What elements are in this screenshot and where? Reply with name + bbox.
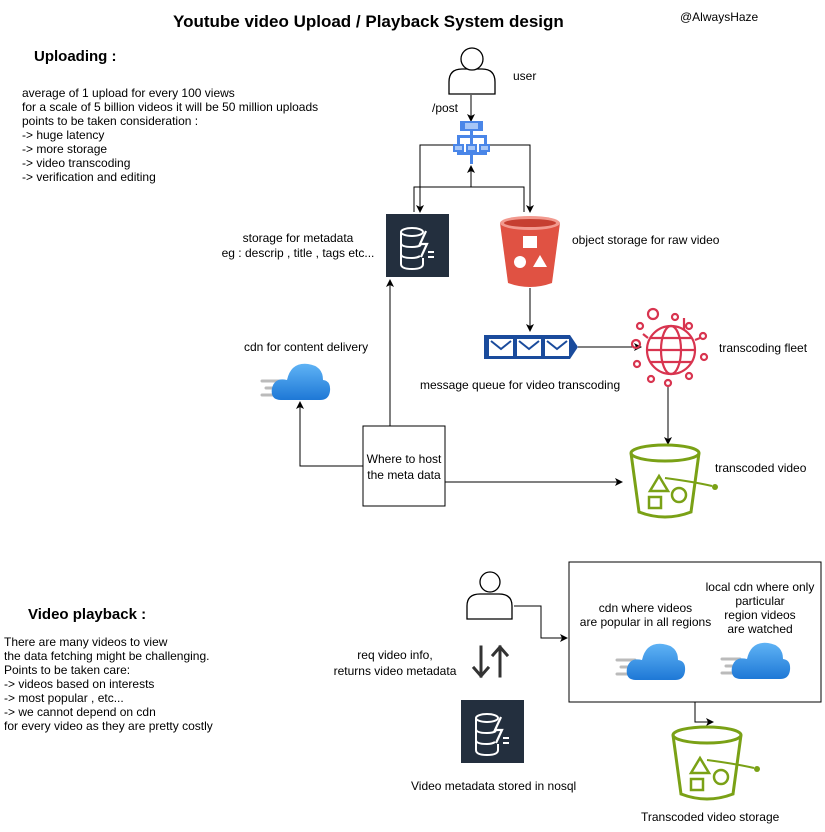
user-label: user — [513, 69, 537, 83]
request-label: req video info, returns video metadata — [330, 647, 460, 679]
uploading-note: for a scale of 5 billion videos it will … — [22, 100, 319, 114]
uploading-note: -> video transcoding — [22, 156, 131, 170]
playback-heading: Video playback : — [28, 606, 147, 623]
playback-note: for every video as they are pretty costl… — [4, 719, 213, 733]
edge-lb-to-metadata-storage — [416, 144, 455, 213]
load-balancer-icon — [453, 121, 490, 164]
edge-user-to-cdn-group — [514, 605, 568, 642]
host-metadata-box — [362, 425, 446, 507]
uploading-heading: Uploading : — [34, 48, 117, 65]
playback-note: Points to be taken care: — [4, 663, 131, 677]
edge-object-to-lb — [471, 186, 525, 212]
host-metadata-label-line: the meta data — [367, 468, 441, 482]
viewer-user-icon — [466, 571, 513, 620]
metadata-storage-label-line: eg : descrip , title , tags etc... — [221, 246, 375, 260]
connectors-playback — [514, 605, 714, 726]
object-storage-bucket-icon — [500, 216, 560, 287]
cdn-local-label-line: particular — [735, 594, 785, 608]
uploading-notes: average of 1 upload for every 100 views … — [22, 86, 318, 184]
cdn-local-label-line: are watched — [727, 622, 793, 636]
uploading-note: -> more storage — [22, 142, 108, 156]
transcoding-fleet-icon — [630, 307, 709, 388]
cdn-popular-cloud-icon — [615, 643, 686, 680]
cdn-local-label-line: region videos — [724, 608, 796, 622]
playback-note: the data fetching might be challenging. — [4, 649, 210, 663]
transcoded-video-bucket-icon — [629, 443, 718, 519]
cdn-local-label-line: local cdn where only — [705, 580, 815, 594]
user-icon — [448, 47, 496, 95]
diagram-title: Youtube video Upload / Playback System d… — [173, 12, 564, 31]
post-endpoint-label: /post — [432, 101, 459, 115]
cdn-label: cdn for content delivery — [244, 340, 369, 354]
playback-note: There are many videos to view — [4, 635, 168, 649]
host-metadata-label-line: Where to host — [366, 452, 442, 466]
connectors-upload — [296, 95, 672, 486]
edge-cdn-group-to-storage — [694, 702, 714, 726]
request-label-line: req video info, — [357, 648, 433, 662]
metadata-database-icon — [386, 214, 449, 277]
uploading-note: -> verification and editing — [22, 170, 156, 184]
edge-host-to-cdn — [296, 401, 363, 467]
host-metadata-label: Where to host the meta data — [363, 451, 445, 483]
metadata-storage-label-line: storage for metadata — [242, 231, 354, 245]
video-metadata-database-icon — [461, 700, 524, 763]
uploading-note: points to be taken consideration : — [22, 114, 199, 128]
playback-note: -> most popular , etc... — [4, 691, 124, 705]
metadata-storage-label: storage for metadata eg : descrip , titl… — [218, 231, 378, 261]
object-storage-label: object storage for raw video — [572, 233, 720, 247]
cdn-cloud-icon — [260, 363, 331, 400]
message-queue-icon — [484, 335, 578, 359]
playback-note: -> videos based on interests — [4, 677, 155, 691]
video-metadata-label: Video metadata stored in nosql — [411, 779, 577, 793]
playback-notes: There are many videos to view the data f… — [4, 635, 213, 733]
transcoded-video-storage-bucket-icon — [671, 725, 760, 801]
uploading-note: -> huge latency — [22, 128, 105, 142]
request-label-line: returns video metadata — [333, 664, 457, 678]
cdn-local-label: local cdn where only particular region v… — [702, 580, 818, 636]
transcoded-video-label: transcoded video — [715, 461, 807, 475]
uploading-note: average of 1 upload for every 100 views — [22, 86, 235, 100]
edge-lb-to-object-storage — [488, 144, 534, 213]
message-queue-label: message queue for video transcoding — [420, 378, 621, 392]
cdn-local-cloud-icon — [720, 642, 791, 679]
author-handle: @AlwaysHaze — [680, 10, 759, 24]
transcoded-storage-label: Transcoded video storage — [641, 810, 780, 824]
playback-note: -> we cannot depend on cdn — [4, 705, 156, 719]
request-response-arrows-icon — [471, 644, 510, 679]
cdn-popular-label-line: cdn where videos — [598, 601, 693, 615]
transcoding-fleet-label: transcoding fleet — [719, 341, 808, 355]
cdn-popular-label-line: are popular in all regions — [579, 615, 712, 629]
edge-metadata-to-lb — [413, 165, 475, 212]
cdn-popular-label: cdn where videos are popular in all regi… — [578, 601, 713, 629]
